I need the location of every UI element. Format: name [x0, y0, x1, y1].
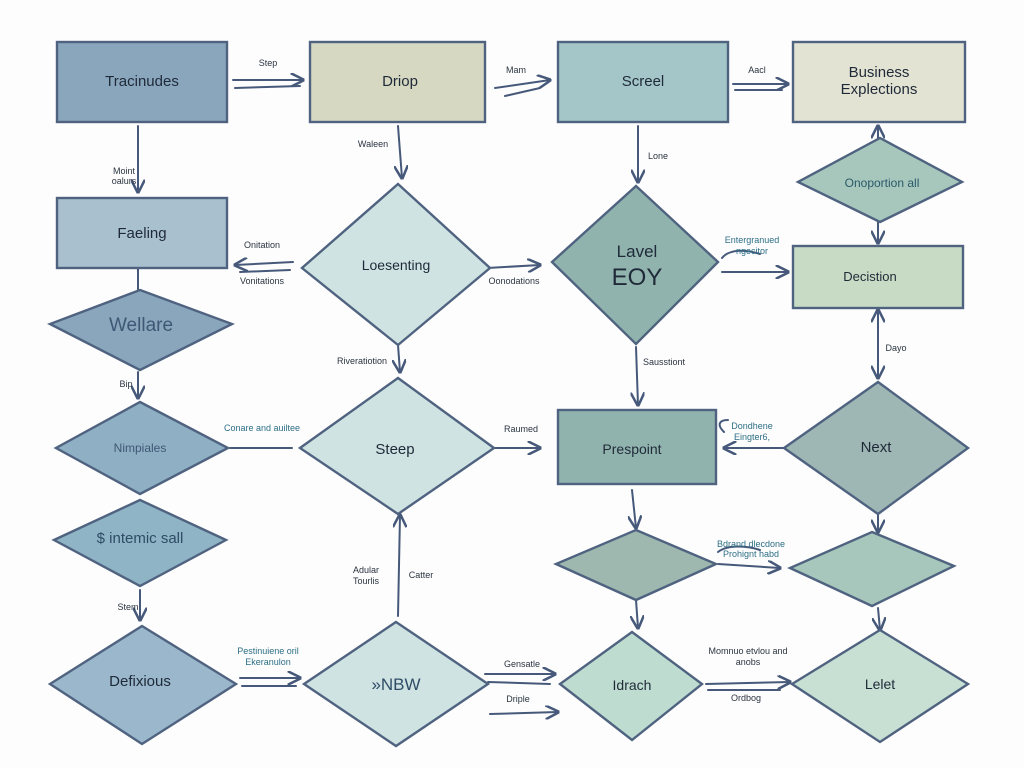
node-wellare[interactable]: Wellare — [47, 288, 236, 372]
edge-label-pesrisulbous-1: Pestinuiene oril — [237, 646, 299, 656]
edge-driop-screel-double — [504, 87, 541, 97]
edge-label-riverstation: Riveratiotion — [337, 356, 387, 366]
node-diamond-mid-right[interactable] — [787, 530, 957, 608]
edge-idrach-lelet — [705, 682, 790, 684]
node-faeling-label: Faeling — [117, 225, 166, 242]
node-business-label-1: Business — [849, 64, 910, 81]
node-loesenting[interactable]: Loesenting — [300, 182, 492, 347]
edge-label-lone: Lone — [648, 151, 668, 161]
edge-label-monnce-1: Momnuo etvlou and — [708, 646, 787, 656]
node-lelet[interactable]: Lelet — [789, 628, 971, 744]
node-prespoint-label: Prespoint — [602, 441, 661, 457]
node-intemic-label: $ intemic sall — [97, 530, 184, 547]
edge-label-bdrand-2: Prohignt habd — [723, 549, 779, 559]
edge-lavel-prespoint — [636, 346, 638, 405]
edge-new-idrach-double — [487, 681, 551, 685]
edge-driple — [489, 712, 558, 714]
node-screel-label: Screel — [622, 73, 665, 90]
edges — [138, 80, 880, 714]
edge-label-ordbog: Ordbog — [731, 693, 761, 703]
edge-mid-diamonds-curve — [717, 545, 761, 553]
node-idrach-label: Idrach — [613, 677, 652, 693]
node-steep[interactable]: Steep — [297, 376, 497, 516]
node-decistion[interactable]: Decistion — [791, 244, 965, 310]
node-oporation-label: Onoportion all — [845, 176, 920, 190]
edge-label-step: Step — [259, 58, 278, 68]
edge-labels: Step Mam Aacl Waleen Lone Moint oalurs O… — [112, 58, 907, 704]
node-business[interactable]: Business Explections — [791, 40, 967, 124]
edge-label-onitation: Onitation — [244, 240, 280, 250]
edge-new-steep — [398, 515, 400, 617]
node-screel[interactable]: Screel — [556, 40, 730, 124]
node-loesenting-label: Loesenting — [362, 257, 431, 273]
node-lavel[interactable]: Lavel EOY — [550, 184, 720, 346]
edge-label-adular-2: Tourlis — [353, 576, 380, 586]
edge-label-entrgrancd-2: ngecitor — [736, 246, 768, 256]
node-business-label-2: Explections — [841, 81, 918, 98]
node-faeling[interactable]: Faeling — [55, 196, 229, 270]
node-diamond-mid-center[interactable] — [553, 528, 719, 602]
node-prespoint[interactable]: Prespoint — [556, 408, 718, 486]
edge-diamond-idrach — [636, 599, 638, 628]
node-intemic[interactable]: $ intemic sall — [51, 498, 229, 588]
edge-label-comcs: Conare and auiltee — [224, 423, 300, 433]
node-new[interactable]: »NBW — [301, 620, 491, 748]
nodes: Tracinudes Driop Screel Business Explect… — [47, 40, 971, 748]
node-lavel-label-2: EOY — [612, 264, 663, 291]
edge-tracinudes-driop-double — [234, 85, 301, 89]
node-idrach[interactable]: Idrach — [557, 630, 704, 742]
node-oporation[interactable]: Onoportion all — [795, 136, 965, 224]
edge-label-pesrisulbous-2: Ekeranulon — [245, 657, 291, 667]
edge-label-entrgrancd-1: Entergranued — [725, 235, 780, 245]
node-new-label: »NBW — [371, 675, 420, 694]
edge-label-vonitations: Vonitations — [240, 276, 285, 286]
edge-label-dorreshene-1: Dondhene — [731, 421, 773, 431]
node-next-label: Next — [861, 439, 893, 456]
edge-label-aad: Aacl — [748, 65, 766, 75]
node-lavel-label-1: Lavel — [617, 242, 658, 261]
edge-lavel-decistion-curve — [721, 249, 761, 259]
edge-driop-screel — [494, 80, 550, 89]
edge-mid-diamonds — [717, 564, 780, 568]
edge-label-sauestiont: Sausstiont — [643, 357, 686, 367]
edge-loesenting-steep — [398, 344, 400, 372]
node-nimpiales-label: Nimpiales — [114, 441, 167, 455]
edge-label-monnce-2: anobs — [736, 657, 761, 667]
node-lelet-label: Lelet — [865, 676, 895, 692]
edge-label-moint-2: oalurs — [112, 176, 137, 186]
edge-label-adular-1: Adular — [353, 565, 379, 575]
node-decistion-label: Decistion — [843, 269, 896, 284]
edge-label-waleen: Waleen — [358, 139, 388, 149]
edge-loesenting-faeling-double — [239, 269, 291, 273]
edge-loesenting-faeling — [235, 262, 294, 265]
node-next[interactable]: Next — [781, 380, 971, 516]
node-steep-label: Steep — [375, 441, 414, 458]
edge-label-dorreshene-2: Eingter6, — [734, 432, 770, 442]
edge-label-gensatle: Gensatle — [504, 659, 540, 669]
edge-label-conduations: Oonodations — [488, 276, 540, 286]
edge-label-raumed: Raumed — [504, 424, 538, 434]
node-driop-label: Driop — [382, 73, 418, 90]
edge-diamond-lelet — [878, 607, 880, 630]
edge-label-bdrand-1: Bdrand dlecdone — [717, 539, 785, 549]
edge-label-moint-1: Moint — [113, 166, 136, 176]
node-defixious[interactable]: Defixious — [47, 624, 239, 746]
edge-label-stem: Stem — [117, 602, 138, 612]
edge-prespoint-diamond — [632, 489, 636, 528]
edge-label-bip: Bip — [119, 379, 132, 389]
edge-label-dayo: Dayo — [885, 343, 906, 353]
node-tracinudes[interactable]: Tracinudes — [55, 40, 229, 124]
node-tracinudes-label: Tracinudes — [105, 73, 179, 90]
node-wellare-label: Wellare — [109, 315, 173, 336]
edge-label-driple: Driple — [506, 694, 530, 704]
edge-label-main: Mam — [506, 65, 526, 75]
node-defixious-label: Defixious — [109, 673, 171, 690]
node-nimpiales[interactable]: Nimpiales — [53, 400, 231, 496]
edge-driop-loesenting — [398, 125, 402, 178]
node-driop[interactable]: Driop — [308, 40, 487, 124]
edge-label-catter: Catter — [409, 570, 434, 580]
edge-loesenting-lavel — [486, 265, 540, 268]
edge-next-prespoint-curve — [718, 419, 729, 433]
